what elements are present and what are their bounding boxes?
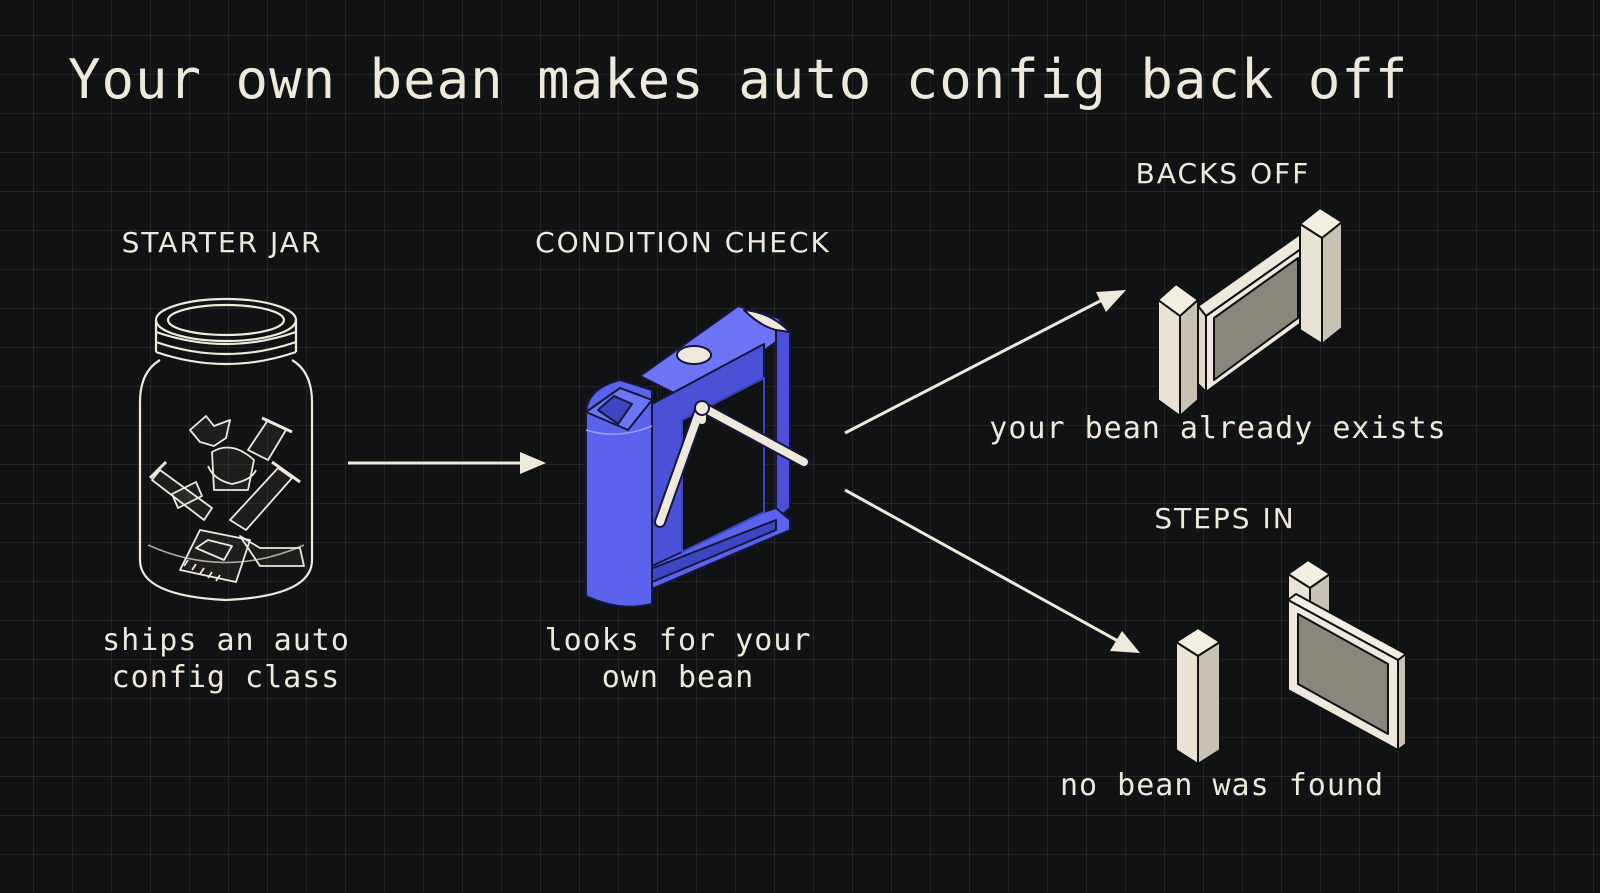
starter-jar-caption: ships an auto config class (102, 622, 350, 696)
starter-jar-heading: STARTER JAR (121, 226, 323, 259)
page-title: Your own bean makes auto config back off (68, 48, 1409, 111)
arrow-starter-to-check (348, 452, 546, 474)
steps-in-heading: STEPS IN (1154, 502, 1296, 535)
turnstile-icon (585, 305, 810, 608)
caption-line: own bean (601, 660, 755, 695)
steps-in-caption: no bean was found (1059, 768, 1385, 803)
open-gate-icon (1175, 559, 1407, 765)
caption-line: ships an auto (102, 623, 350, 658)
condition-check-heading: CONDITION CHECK (535, 226, 831, 259)
condition-check-caption: looks for your own bean (545, 622, 812, 696)
arrow-check-to-steps-in (844, 488, 1140, 653)
caption-line: looks for your (544, 623, 812, 658)
caption-line: config class (111, 660, 341, 695)
backs-off-heading: BACKS OFF (1135, 157, 1311, 190)
backs-off-caption: your bean already exists (989, 411, 1447, 446)
closed-gate-icon (1157, 207, 1343, 417)
arrow-check-to-backs-off (844, 290, 1126, 435)
jar-icon (138, 297, 314, 602)
